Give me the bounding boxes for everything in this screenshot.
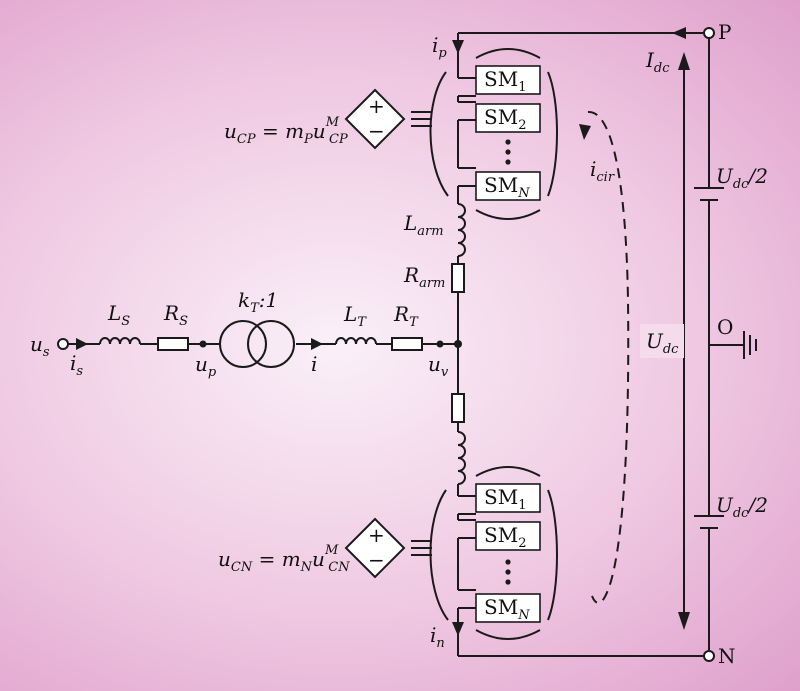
submodule-upper-1: SM1: [475, 65, 541, 95]
label-in: in: [430, 623, 445, 651]
label-i: i: [311, 352, 317, 376]
svg-text:SM1: SM1: [484, 485, 526, 513]
submodule-lower-1: SM1: [475, 483, 541, 513]
ellipsis-dots-upper: [505, 139, 511, 165]
label-lt: LT: [343, 302, 367, 330]
label-is: is: [70, 351, 83, 379]
submodule-upper-n: SMN: [475, 171, 541, 201]
submodule-upper-2: SM2: [475, 103, 541, 133]
label-uv: uv: [428, 352, 449, 380]
ground-icon: [709, 331, 757, 359]
label-udc-half-lower: Udc/2: [716, 493, 768, 521]
label-idc: Idc: [645, 48, 670, 76]
label-rarm: Rarm: [403, 263, 445, 291]
label-udc-half-upper: Udc/2: [716, 164, 768, 192]
transformer-icon: [219, 320, 295, 368]
source-terminal: [57, 338, 69, 350]
svg-text:+: +: [368, 523, 385, 547]
upper-arm-inductor: [457, 202, 466, 264]
node-uv-left: [436, 340, 444, 348]
dependent-source-lower: + −: [344, 517, 406, 579]
dc-bus: [458, 27, 710, 657]
submodule-lower-2: SM2: [475, 521, 541, 551]
lower-arm-inductor: [457, 431, 466, 496]
ellipsis-dots-lower: [505, 559, 511, 585]
label-ip: ip: [432, 33, 447, 61]
submodule-lower-n: SMN: [475, 593, 541, 623]
label-rt: RT: [393, 302, 419, 330]
svg-text:SMN: SMN: [484, 595, 530, 623]
label-larm: Larm: [403, 211, 444, 239]
circulating-current-arrow-icon: [579, 124, 591, 140]
dc-capacitor-lower: [694, 515, 724, 529]
dc-capacitor-upper: [694, 187, 724, 201]
circulating-current-path: [587, 110, 630, 604]
node-p-terminal: [703, 27, 715, 39]
svg-text:SMN: SMN: [484, 173, 530, 201]
node-up: [199, 340, 207, 348]
node-n-terminal: [703, 650, 715, 662]
source-resistor: [157, 337, 189, 351]
source-inductor: [99, 337, 141, 345]
label-o: O: [717, 315, 733, 339]
svg-text:+: +: [368, 94, 385, 118]
label-up: up: [195, 352, 217, 380]
dependent-source-upper: + −: [344, 88, 406, 150]
label-icir: icir: [590, 157, 615, 185]
transformer-resistor: [391, 337, 423, 351]
svg-text:SM1: SM1: [484, 67, 526, 95]
label-n: N: [718, 644, 736, 668]
label-rs: RS: [163, 301, 188, 329]
svg-text:SM2: SM2: [484, 523, 526, 551]
node-midpoint: [454, 340, 462, 348]
upper-arm-resistor: [451, 263, 465, 344]
transformer-inductor: [335, 337, 377, 345]
label-p: P: [718, 20, 731, 44]
svg-text:−: −: [368, 548, 385, 572]
label-ls: LS: [107, 301, 130, 329]
svg-text:SM2: SM2: [484, 105, 526, 133]
label-us: us: [30, 332, 50, 360]
equivalence-symbol-lower: [411, 540, 432, 556]
label-kt: kT:1: [238, 288, 278, 316]
svg-text:−: −: [368, 119, 385, 143]
upper-arm: [429, 33, 558, 220]
label-udc: Udc: [646, 329, 679, 357]
equivalence-symbol-upper: [411, 111, 432, 127]
lower-arm-resistor: [451, 344, 465, 432]
